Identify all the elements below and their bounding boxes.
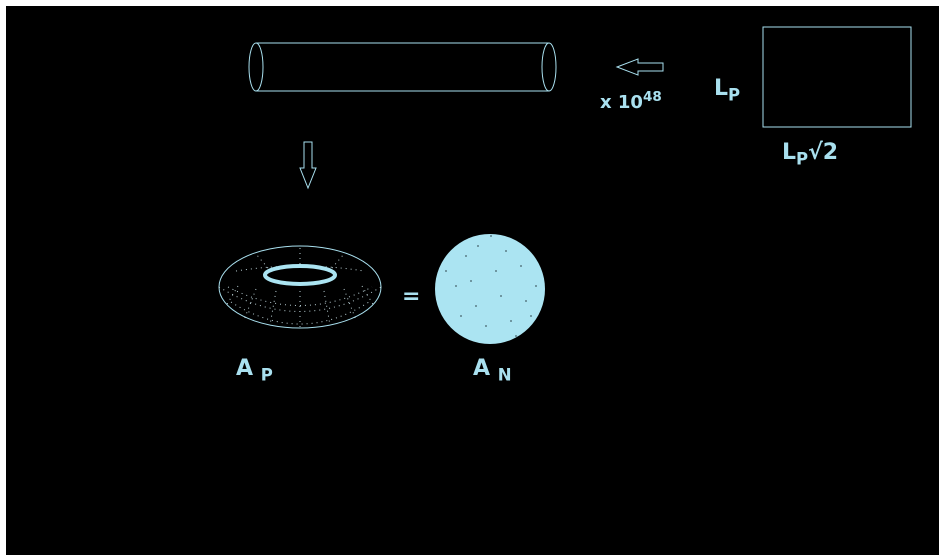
multiplier-x: x [600, 92, 612, 113]
torus-area-A: A [236, 356, 254, 381]
left-arrow-icon [615, 58, 664, 76]
diagram-drawing [218, 26, 912, 344]
square-diagonal-label: LP√2 [782, 140, 839, 168]
torus-area-label: A P [236, 356, 273, 384]
square-diagonal-L: L [782, 140, 797, 165]
square-diagonal-root: √2 [808, 140, 839, 165]
multiplier-base: 10 [617, 92, 643, 113]
sphere-area-A: A [473, 356, 491, 381]
sphere-area-sub: N [497, 365, 512, 385]
equals-sign: = [402, 284, 421, 309]
square-side-label: LP [714, 76, 740, 104]
square-side-sub: P [728, 85, 741, 105]
multiplier-exponent: 48 [642, 89, 662, 105]
square-diagonal-sub: P [796, 149, 809, 169]
diagram-canvas: x 1048 LP LP√2 = A P A N [6, 6, 939, 555]
multiplier-label: x 1048 [600, 90, 662, 113]
square-side-L: L [714, 76, 729, 101]
square [762, 26, 912, 128]
torus-area-sub: P [260, 365, 273, 385]
torus [218, 245, 382, 329]
sphere-area-label: A N [473, 356, 512, 384]
sphere [435, 234, 545, 344]
down-arrow-icon [299, 141, 317, 190]
cylinder [248, 42, 557, 92]
